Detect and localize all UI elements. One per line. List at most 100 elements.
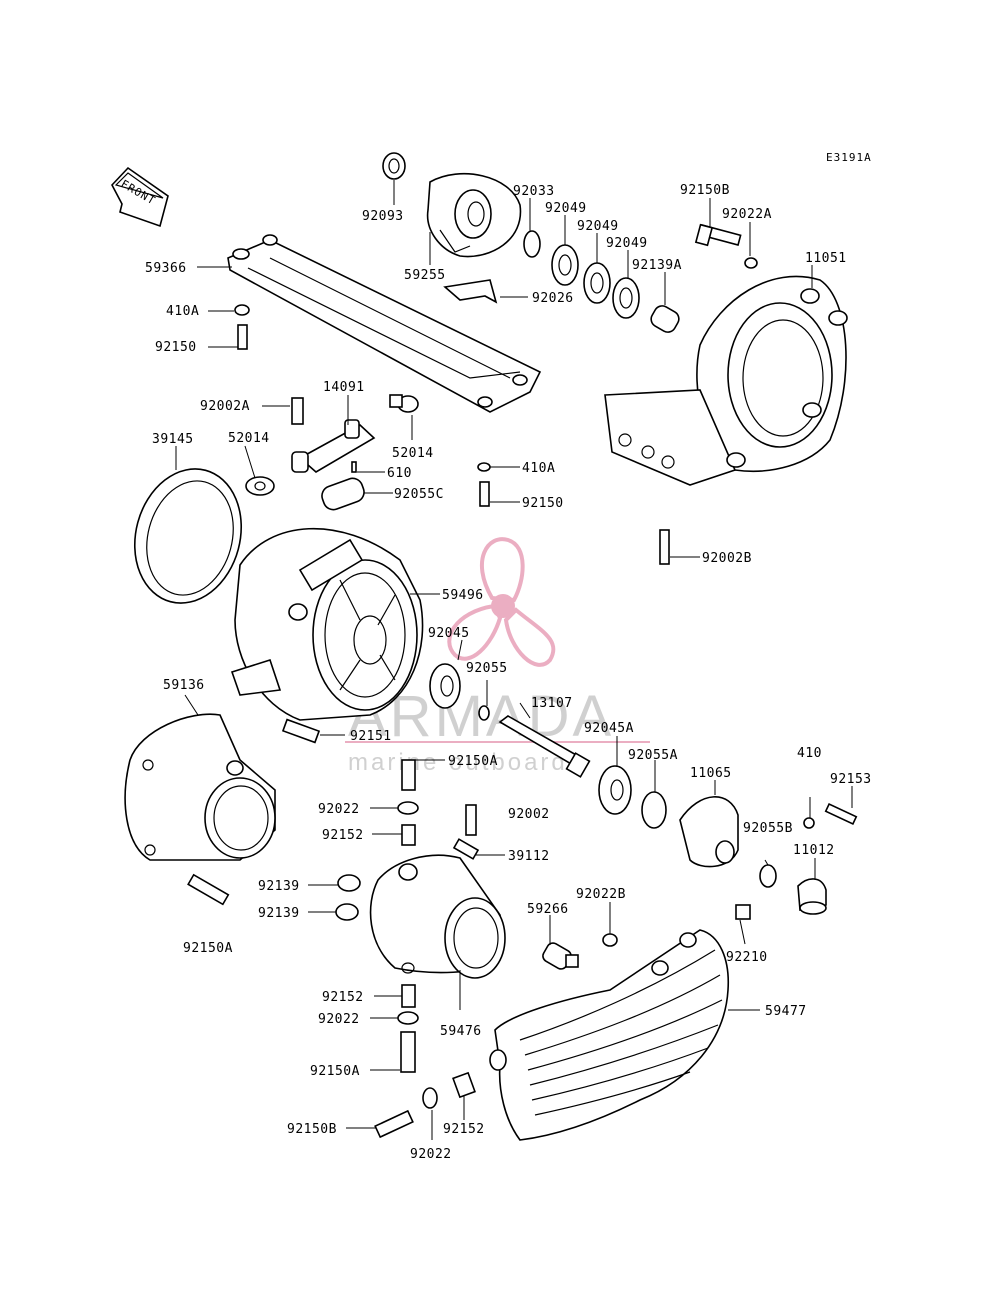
- bolt-92002B: [659, 529, 670, 565]
- shaft-13107: [498, 715, 591, 778]
- label-92022-c: 92022: [410, 1147, 452, 1162]
- label-92151: 92151: [350, 729, 392, 744]
- pin-610: [351, 461, 357, 473]
- front-arrow-icon: FRONT: [111, 166, 169, 228]
- bearing-92045: [429, 663, 461, 709]
- label-92045: 92045: [428, 626, 470, 641]
- label-11051: 11051: [805, 251, 847, 266]
- collar-92152-b: [401, 984, 416, 1008]
- label-39112: 39112: [508, 849, 550, 864]
- label-610: 610: [387, 466, 412, 481]
- label-92150B-top: 92150B: [680, 183, 730, 198]
- washer-410: [803, 817, 815, 829]
- label-59255: 59255: [404, 268, 446, 283]
- bearing-92049a: [551, 244, 579, 286]
- bushing-92139-b: [335, 903, 359, 921]
- label-92210: 92210: [726, 950, 768, 965]
- bolt-92210: [735, 904, 751, 920]
- oring-92055A: [641, 791, 667, 829]
- label-92002: 92002: [508, 807, 550, 822]
- oring-92055B: [759, 864, 777, 888]
- label-92055A: 92055A: [628, 748, 678, 763]
- lever-14091: [291, 419, 376, 473]
- label-92093: 92093: [362, 209, 404, 224]
- label-59136: 59136: [163, 678, 205, 693]
- label-59496: 59496: [442, 588, 484, 603]
- label-92139-b: 92139: [258, 906, 300, 921]
- label-410A-mid: 410A: [522, 461, 555, 476]
- cap-92093: [382, 152, 406, 180]
- fitting-52014a: [245, 476, 275, 496]
- label-92022-b: 92022: [318, 1012, 360, 1027]
- label-92022A: 92022A: [722, 207, 772, 222]
- oring-92055: [478, 705, 490, 721]
- washer-410A-mid: [477, 462, 491, 472]
- bolt-92002A: [291, 397, 304, 425]
- pump-bracket-59366: [227, 234, 542, 413]
- ring-92033: [523, 230, 541, 258]
- collar-92139A: [650, 305, 680, 333]
- bolt-92002: [465, 804, 477, 836]
- label-11065: 11065: [690, 766, 732, 781]
- label-92139-a: 92139: [258, 879, 300, 894]
- label-92152-c: 92152: [443, 1122, 485, 1137]
- label-92150A-left: 92150A: [183, 941, 233, 956]
- label-92150-mid: 92150: [522, 496, 564, 511]
- label-92033: 92033: [513, 184, 555, 199]
- bearing-92049c: [612, 277, 640, 319]
- cap-11012: [797, 878, 827, 915]
- washer-92022-b: [397, 1011, 419, 1025]
- label-59366: 59366: [145, 261, 187, 276]
- grate-59477: [489, 929, 730, 1141]
- label-92150A-up: 92150A: [448, 754, 498, 769]
- impeller-59255: [426, 173, 522, 258]
- bolt-92150B-top: [694, 223, 742, 247]
- fitting-52014b: [389, 394, 419, 413]
- label-92022B: 92022B: [576, 887, 626, 902]
- bearing-92049b: [583, 262, 611, 304]
- label-11012: 11012: [793, 843, 835, 858]
- bushing-92139-a: [337, 874, 361, 892]
- label-92150B-low: 92150B: [287, 1122, 337, 1137]
- watermark-tagline: marine outboards: [348, 749, 583, 776]
- label-410: 410: [797, 746, 822, 761]
- label-92049-c: 92049: [606, 236, 648, 251]
- label-92055C: 92055C: [394, 487, 444, 502]
- housing-11051: [604, 275, 848, 486]
- bolt-92153: [824, 802, 858, 826]
- label-92002B: 92002B: [702, 551, 752, 566]
- label-59477: 59477: [765, 1004, 807, 1019]
- label-92153: 92153: [830, 772, 872, 787]
- label-92152-b: 92152: [322, 990, 364, 1005]
- leader-lines: [175, 180, 853, 1140]
- knob-59266: [542, 942, 579, 970]
- part-labels: 92093 92033 92049 92049 92049 59255 9202…: [145, 183, 872, 1162]
- label-92022-a: 92022: [318, 802, 360, 817]
- label-52014-a: 52014: [228, 431, 270, 446]
- label-92045A: 92045A: [584, 721, 634, 736]
- pump-case-59496: [230, 527, 424, 721]
- label-92150A-low: 92150A: [310, 1064, 360, 1079]
- label-92055: 92055: [466, 661, 508, 676]
- washer-410A-top: [234, 304, 250, 316]
- label-92055B: 92055B: [743, 821, 793, 836]
- ring-39145: [133, 468, 243, 604]
- label-14091: 14091: [323, 380, 365, 395]
- label-92002A: 92002A: [200, 399, 250, 414]
- washer-92022-c: [422, 1087, 438, 1109]
- label-92150-top: 92150: [155, 340, 197, 355]
- label-39145: 39145: [152, 432, 194, 447]
- washer-92022-a: [397, 801, 419, 815]
- propeller-icon: [447, 537, 556, 667]
- label-92049-b: 92049: [577, 219, 619, 234]
- bolt-92150-mid: [479, 481, 490, 507]
- bolt-92151: [281, 718, 321, 744]
- label-59266: 59266: [527, 902, 569, 917]
- bearing-92045A: [598, 765, 632, 815]
- gasket-92055C: [321, 477, 365, 511]
- label-92026: 92026: [532, 291, 574, 306]
- washer-92022B: [602, 933, 618, 947]
- label-410A-top: 410A: [166, 304, 199, 319]
- clip-39112: [452, 838, 480, 860]
